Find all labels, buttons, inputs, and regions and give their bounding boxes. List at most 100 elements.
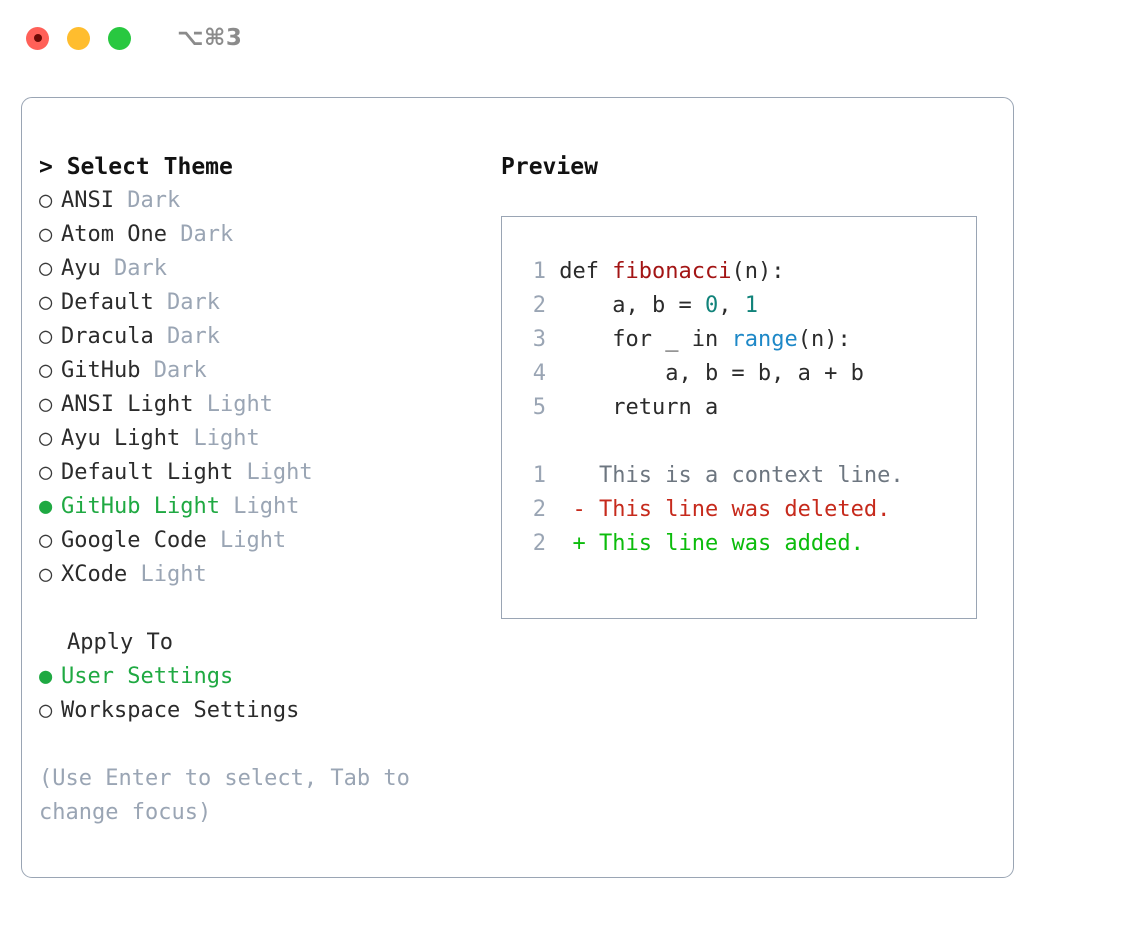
theme-variant-badge: Light xyxy=(219,528,287,553)
theme-list-item[interactable]: ○ Atom One Dark xyxy=(39,218,494,252)
apply-to-option[interactable]: ○ Workspace Settings xyxy=(39,694,494,728)
code-line: 2 a, b = 0, 1 xyxy=(502,289,976,323)
apply-to-list[interactable]: ● User Settings ○ Workspace Settings xyxy=(39,660,494,728)
radio-unselected-icon[interactable]: ○ xyxy=(39,256,53,281)
keyboard-shortcut-label: ⌥⌘3 xyxy=(177,25,243,51)
theme-variant-badge: Light xyxy=(246,460,313,485)
maximize-light-icon[interactable] xyxy=(108,26,131,50)
line-number: 3 xyxy=(532,327,546,352)
minimize-light-icon[interactable] xyxy=(67,26,90,50)
radio-unselected-icon[interactable]: ○ xyxy=(39,392,53,417)
syntax-builtin: range xyxy=(731,327,798,352)
preview-column: Preview 1 def fibonacci(n):2 a, b = 0, 1… xyxy=(501,150,991,619)
theme-variant-badge: Light xyxy=(193,426,260,451)
apply-to-label: Workspace Settings xyxy=(61,698,300,723)
theme-variant-badge: Dark xyxy=(166,324,220,349)
radio-unselected-icon[interactable]: ○ xyxy=(39,426,53,451)
syntax-keyword: for xyxy=(612,327,652,352)
radio-unselected-icon[interactable]: ○ xyxy=(39,562,53,587)
theme-variant-badge: Dark xyxy=(153,358,207,383)
radio-unselected-icon[interactable]: ○ xyxy=(39,290,53,315)
preview-spacer xyxy=(502,425,976,459)
diff-marker: + xyxy=(572,531,586,556)
theme-name-label: Default xyxy=(61,290,154,315)
diff-marker: - xyxy=(572,497,586,522)
diff-line-deleted: 2 - This line was deleted. xyxy=(502,493,976,527)
dialog-frame: > Select Theme ○ANSI Dark○Atom One Dark○… xyxy=(21,97,1014,878)
diff-sample: 1 This is a context line.2 - This line w… xyxy=(502,459,976,561)
theme-name-label: GitHub xyxy=(61,358,141,383)
theme-name-label: Dracula xyxy=(61,324,154,349)
theme-name-label: Atom One xyxy=(61,222,167,247)
theme-list-item[interactable]: ○ANSI Light Light xyxy=(39,388,494,422)
radio-selected-icon[interactable]: ● xyxy=(39,664,53,689)
theme-variant-badge: Dark xyxy=(127,188,181,213)
code-line: 4 a, b = b, a + b xyxy=(502,357,976,391)
radio-unselected-icon[interactable]: ○ xyxy=(39,188,53,213)
syntax-number: 1 xyxy=(744,293,758,318)
diff-line-text: This line was added. xyxy=(599,531,864,556)
code-line: 5 return a xyxy=(502,391,976,425)
theme-list-item[interactable]: ○ GitHub Dark xyxy=(39,354,494,388)
code-line-text: for _ in range(n): xyxy=(612,327,851,352)
theme-name-label: Default Light xyxy=(61,460,234,485)
line-number: 2 xyxy=(532,293,546,318)
keyboard-hint-line2: change focus) xyxy=(39,800,212,825)
keyboard-hint-line1: (Use Enter to select, Tab to xyxy=(39,766,410,791)
theme-name-label: GitHub Light xyxy=(61,494,220,519)
line-number: 4 xyxy=(532,361,546,386)
code-line-text: a, b = b, a + b xyxy=(559,361,864,386)
line-number: 2 xyxy=(532,531,546,556)
radio-unselected-icon[interactable]: ○ xyxy=(39,324,53,349)
page-title: > Select Theme xyxy=(39,154,233,180)
theme-list-item[interactable]: ○Ayu Dark xyxy=(39,252,494,286)
line-number: 2 xyxy=(532,497,546,522)
line-number: 5 xyxy=(532,395,546,420)
diff-line-context: 1 This is a context line. xyxy=(502,459,976,493)
preview-title: Preview xyxy=(501,154,598,180)
syntax-keyword: def xyxy=(559,259,599,284)
radio-unselected-icon[interactable]: ○ xyxy=(39,222,53,247)
theme-list-item[interactable]: ○Default Dark xyxy=(39,286,494,320)
apply-to-label: User Settings xyxy=(61,664,234,689)
title-bar: ⌥⌘3 xyxy=(0,0,1140,76)
syntax-function: fibonacci xyxy=(612,259,732,284)
keyboard-hint: (Use Enter to select, Tab to change focu… xyxy=(39,762,449,830)
code-line-text: a, b = 0, 1 xyxy=(559,293,758,318)
theme-name-label: Ayu xyxy=(61,256,101,281)
close-light-icon[interactable] xyxy=(26,26,49,50)
theme-list-item[interactable]: ● GitHub Light Light xyxy=(39,490,494,524)
syntax-number: 0 xyxy=(704,293,719,318)
radio-unselected-icon[interactable]: ○ xyxy=(39,528,53,553)
theme-variant-badge: Light xyxy=(233,494,300,519)
theme-list-item[interactable]: ○ Dracula Dark xyxy=(39,320,494,354)
theme-variant-badge: Light xyxy=(140,562,207,587)
theme-list-item[interactable]: ○ANSI Dark xyxy=(39,184,494,218)
radio-unselected-icon[interactable]: ○ xyxy=(39,460,53,485)
theme-name-label: ANSI Light xyxy=(61,392,194,417)
theme-variant-badge: Dark xyxy=(180,222,234,247)
code-line: 3 for _ in range(n): xyxy=(502,323,976,357)
radio-unselected-icon[interactable]: ○ xyxy=(39,698,53,723)
line-number: 1 xyxy=(532,259,546,284)
diff-line-text: This line was deleted. xyxy=(599,497,891,522)
theme-name-label: Google Code xyxy=(61,528,207,553)
diff-line-text: This is a context line. xyxy=(599,463,904,488)
theme-list-item[interactable]: ○ Google Code Light xyxy=(39,524,494,558)
diff-marker xyxy=(573,463,586,488)
theme-list[interactable]: ○ANSI Dark○Atom One Dark○Ayu Dark○Defaul… xyxy=(39,184,494,592)
theme-list-item[interactable]: ○ XCode Light xyxy=(39,558,494,592)
apply-to-option[interactable]: ● User Settings xyxy=(39,660,494,694)
diff-line-added: 2 + This line was added. xyxy=(502,527,976,561)
theme-list-item[interactable]: ○ Default Light Light xyxy=(39,456,494,490)
line-number: 1 xyxy=(532,463,546,488)
radio-unselected-icon[interactable]: ○ xyxy=(39,358,53,383)
theme-name-label: XCode xyxy=(61,562,128,587)
syntax-keyword: in xyxy=(691,327,719,352)
traffic-lights xyxy=(26,26,131,50)
theme-list-item[interactable]: ○Ayu Light Light xyxy=(39,422,494,456)
radio-selected-icon[interactable]: ● xyxy=(39,494,53,519)
